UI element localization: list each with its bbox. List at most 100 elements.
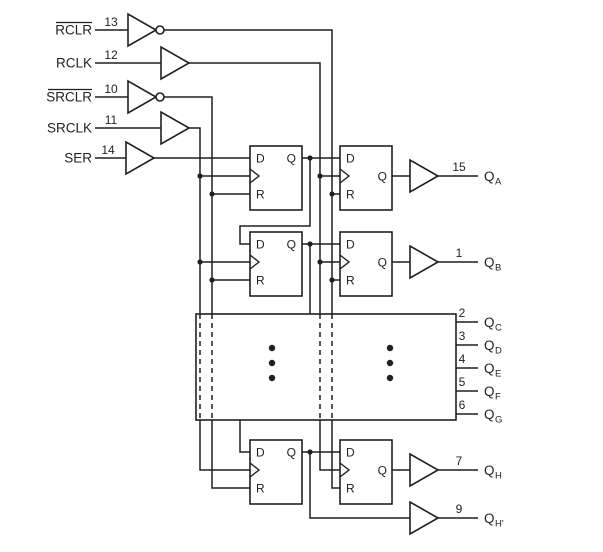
pin-number-qc: 2 — [459, 306, 466, 320]
junction-dot — [307, 241, 313, 247]
ff-d-label: D — [346, 152, 355, 166]
ellipsis-dot — [268, 359, 276, 367]
junction-dot — [197, 173, 203, 179]
pin-number-qd: 3 — [459, 329, 466, 343]
ellipsis-dot — [386, 359, 394, 367]
buffer-qa-icon — [409, 158, 440, 194]
ff-r-label: R — [256, 482, 265, 496]
flipflop-a2-box — [339, 145, 393, 211]
flipflop-b2-box — [339, 231, 393, 297]
clock-wedge-icon — [339, 254, 351, 270]
output-label-qh-prime: Q — [484, 511, 495, 526]
ff-d-label: D — [256, 238, 265, 252]
ellipsis-dot — [268, 344, 276, 352]
output-label-qe-sub: E — [495, 369, 501, 380]
inverter-bubble-srclr-icon — [155, 92, 165, 102]
ellipsis-dot — [386, 344, 394, 352]
output-label-qf: Q — [484, 384, 495, 399]
flipflop-b1: D Q R — [249, 231, 303, 297]
pin-number-ser: 14 — [101, 143, 115, 157]
flipflop-h2: D Q R — [339, 439, 393, 505]
clock-wedge-icon — [339, 462, 351, 478]
flipflop-h2-box — [339, 439, 393, 505]
junction-dot — [307, 155, 313, 161]
pin-number-qa: 15 — [452, 160, 466, 174]
ellipsis-dots — [268, 344, 394, 382]
inverter-srclr-icon — [127, 79, 158, 115]
inverter-bubble-rclr-icon — [155, 25, 165, 35]
output-label-qe: Q — [484, 361, 495, 376]
clock-wedge-icon — [339, 168, 351, 184]
output-label-qh: Q — [484, 463, 495, 478]
output-label-qd: Q — [484, 338, 495, 353]
junction-dot — [317, 259, 323, 265]
wire-group — [95, 29, 478, 519]
junction-dots — [197, 155, 335, 455]
flipflop-b1-box — [249, 231, 303, 297]
clock-wedge-icon — [249, 168, 261, 184]
pin-number-qg: 6 — [459, 398, 466, 412]
junction-dot — [307, 449, 313, 455]
ff-q-label: Q — [378, 464, 387, 478]
flipflop-h1-box — [249, 439, 303, 505]
ellipsis-dot — [268, 374, 276, 382]
junction-dot — [209, 191, 215, 197]
inverter-rclr-icon — [127, 12, 158, 48]
ff-d-label: D — [256, 446, 265, 460]
buffer-rclk-icon — [160, 45, 191, 81]
junction-dot — [329, 277, 335, 283]
flipflop-b2: D Q R — [339, 231, 393, 297]
buffer-qh-icon — [409, 452, 440, 488]
repeated-stages-box — [195, 313, 457, 421]
output-label-qb: Q — [484, 255, 495, 270]
pin-number-qh-prime: 9 — [456, 502, 463, 516]
wire-rclk-net — [189, 62, 340, 471]
clock-wedge-icon — [249, 462, 261, 478]
output-label-qa-sub: A — [495, 177, 502, 188]
output-labels: 15 Q A 1 Q B 2 Q C 3 Q D 4 Q E 5 Q F 6 Q… — [452, 160, 504, 530]
buffer-ser-icon — [125, 140, 156, 176]
wire-stage-g-to-h — [239, 420, 250, 453]
output-label-qh-prime-sub: H' — [495, 519, 504, 530]
wire-box-outputs — [456, 321, 478, 415]
input-label-srclr: SRCLR — [46, 90, 92, 105]
input-labels: RCLR 13 RCLK 12 SRCLR 10 SRCLK 11 SER 14 — [46, 15, 118, 166]
ff-d-label: D — [346, 238, 355, 252]
ff-r-label: R — [256, 188, 265, 202]
ellipsis-dot — [386, 374, 394, 382]
ff-d-label: D — [256, 152, 265, 166]
flipflop-h1: D Q R — [249, 439, 303, 505]
input-label-rclk: RCLK — [56, 56, 92, 71]
output-label-qa: Q — [484, 169, 495, 184]
input-label-srclk: SRCLK — [47, 121, 92, 136]
ff-r-label: R — [346, 274, 355, 288]
output-label-qd-sub: D — [495, 346, 502, 357]
pin-number-qe: 4 — [459, 352, 466, 366]
clock-wedge-icon — [249, 254, 261, 270]
junction-dot — [197, 259, 203, 265]
ff-q-label: Q — [287, 238, 296, 252]
pin-number-qf: 5 — [459, 375, 466, 389]
pin-number-qb: 1 — [456, 246, 463, 260]
junction-dot — [317, 173, 323, 179]
junction-dot — [209, 277, 215, 283]
output-label-qf-sub: F — [495, 392, 501, 403]
output-buffers — [409, 158, 440, 536]
pin-number-srclr: 10 — [104, 82, 118, 96]
junction-dot — [329, 191, 335, 197]
output-label-qg-sub: G — [495, 415, 502, 426]
ff-r-label: R — [346, 482, 355, 496]
wire-srclk-net — [189, 127, 250, 471]
output-label-qg: Q — [484, 407, 495, 422]
buffer-qb-icon — [409, 244, 440, 280]
buffer-qh-prime-icon — [409, 500, 440, 536]
output-label-qb-sub: B — [495, 263, 501, 274]
ff-r-label: R — [256, 274, 265, 288]
output-label-qh-sub: H — [495, 471, 502, 482]
pin-number-rclr: 13 — [104, 15, 118, 29]
ff-r-label: R — [346, 188, 355, 202]
ff-q-label: Q — [378, 170, 387, 184]
output-label-qc: Q — [484, 315, 495, 330]
